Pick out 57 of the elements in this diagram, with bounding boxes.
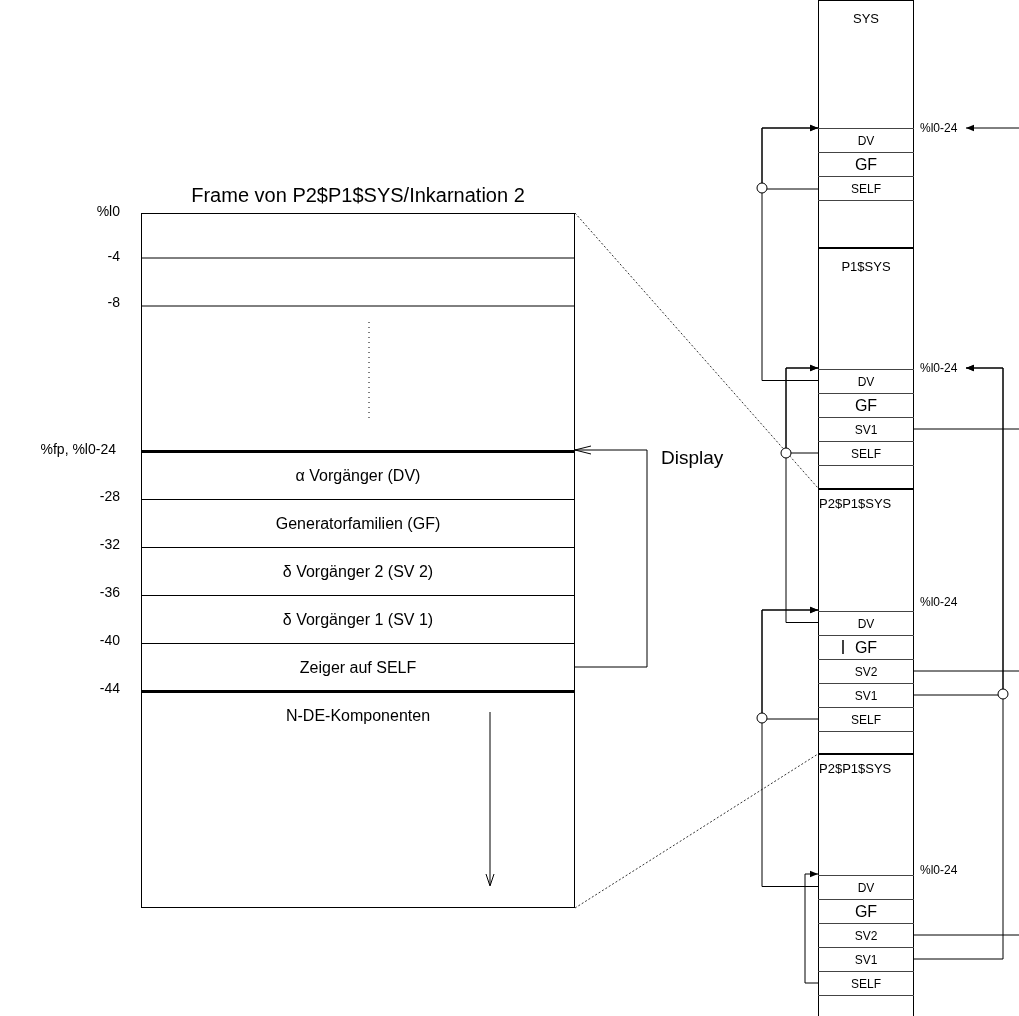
slot-label: Zeiger auf SELF (299, 658, 417, 677)
offset-label: Display (661, 447, 724, 467)
offset-label: %l0-24 (920, 120, 958, 136)
stack-section (818, 753, 914, 1016)
section-heading: P2$P1$SYS (819, 761, 892, 776)
connector-arrow (574, 445, 648, 668)
slot-label: SELF (851, 713, 881, 726)
connector-arrow (785, 364, 819, 454)
slot-label: Generatorfamilien (GF) (275, 514, 441, 533)
offset-label: %l0-24 (920, 864, 958, 876)
stack-slot (818, 875, 914, 900)
stack-section (818, 0, 914, 248)
offset-label: -36 (99, 585, 120, 599)
connector-arrow (804, 870, 819, 984)
slot-label: N-DE-Komponenten (285, 707, 431, 725)
offset-label: -8 (107, 295, 120, 309)
stack-slot (818, 611, 914, 636)
slot-label: DV (857, 134, 875, 147)
slot-label: SELF (851, 447, 881, 460)
offset-label: %fp, %l0-24 (40, 442, 116, 456)
slot-label: SV2 (854, 929, 878, 942)
connector-arrow (913, 364, 1004, 960)
slot-label: DV (857, 375, 875, 388)
offset-label: -40 (99, 633, 120, 647)
slot-label: GF (854, 903, 878, 920)
offset-label: -28 (99, 489, 120, 503)
slot-label: δ Vorgänger 2 (SV 2) (282, 562, 434, 581)
stack-section (818, 247, 914, 489)
slot-label: GF (854, 397, 878, 414)
connector-arrow (965, 124, 1019, 132)
section-heading: P1$SYS (840, 259, 892, 274)
slot-label: SV2 (854, 665, 878, 678)
section-heading: P2$P1$SYS (819, 496, 892, 511)
slot-label: SV1 (854, 689, 878, 702)
stack-slot (818, 369, 914, 394)
offset-label: -32 (99, 537, 120, 551)
slot-label: SELF (851, 977, 881, 990)
slot-label: SV1 (854, 953, 878, 966)
stack-slot (818, 128, 914, 153)
connector-arrow (761, 124, 819, 190)
slot-label: GF (854, 156, 878, 173)
offset-label: %l0-24 (920, 596, 958, 608)
section-heading: SYS (852, 11, 880, 26)
slot-label: DV (857, 881, 875, 894)
offset-label: %l0 (96, 204, 120, 218)
stack-section (818, 488, 914, 754)
offset-label: -44 (99, 681, 120, 695)
slot-label: α Vorgänger (DV) (295, 467, 421, 485)
slot-label: DV (857, 617, 875, 630)
connector-arrow (761, 606, 819, 720)
slot-label: SELF (851, 182, 881, 195)
offset-label: %l0-24 (920, 360, 958, 376)
frame-heading: Frame von P2$P1$SYS/Inkarnation 2 (190, 184, 526, 207)
slot-label: δ Vorgänger 1 (SV 1) (282, 610, 434, 629)
slot-label: GF (854, 639, 878, 656)
offset-label: -4 (107, 249, 120, 263)
slot-label: SV1 (854, 423, 878, 436)
